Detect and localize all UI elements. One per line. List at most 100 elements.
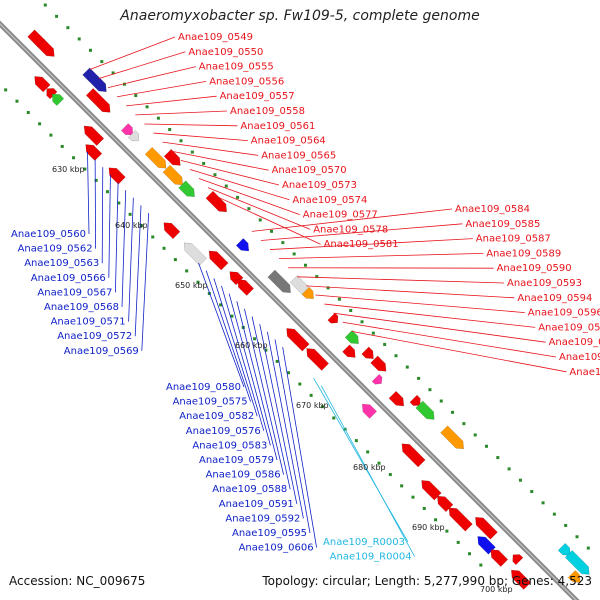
- gc-dot: [417, 376, 421, 380]
- reverse-b-label-1: Anae109_0575: [173, 397, 248, 408]
- gc-dot: [72, 156, 76, 160]
- forward-label-9: Anae109_0570: [272, 165, 347, 176]
- gc-dot: [320, 405, 324, 409]
- gc-dot: [117, 201, 121, 205]
- gc-dot: [162, 246, 166, 250]
- gc-dot: [173, 258, 177, 262]
- gene-feature-43: [475, 516, 498, 540]
- reverse-leader-4: [115, 182, 119, 293]
- gc-dot: [371, 331, 375, 335]
- forward-b-leader-2: [269, 238, 473, 250]
- gc-dot: [122, 82, 126, 86]
- reverse-b-label-6: Anae109_0586: [206, 470, 281, 481]
- gc-dot: [303, 263, 307, 267]
- gene-feature-47: [511, 569, 532, 590]
- reverse-b-label-3: Anae109_0576: [186, 426, 261, 437]
- reverse-b-leader-2: [213, 278, 258, 417]
- genome-backbone-highlight: [0, 23, 577, 600]
- gc-dot: [468, 552, 472, 556]
- gc-dot: [134, 94, 138, 98]
- gc-dot: [213, 173, 217, 177]
- forward-b-label-9: Anae109_0600: [549, 337, 600, 348]
- forward-b-label-0: Anae109_0584: [455, 204, 530, 215]
- gene-feature-11: [108, 167, 126, 185]
- gene-feature-12: [144, 146, 167, 169]
- forward-leader-0: [89, 36, 176, 70]
- reverse-b-label-5: Anae109_0579: [199, 455, 274, 466]
- gc-dot: [139, 224, 143, 228]
- forward-label-14: Anae109_0581: [324, 239, 399, 250]
- reverse-label-6: Anae109_0571: [51, 317, 126, 328]
- forward-leader-6: [144, 123, 238, 127]
- gene-feature-22: [237, 279, 255, 296]
- reverse-leader-3: [108, 174, 111, 278]
- gc-dot: [586, 546, 590, 550]
- gene-feature-26: [286, 328, 310, 352]
- gc-dot: [105, 190, 109, 194]
- forward-b-leader-1: [260, 223, 463, 241]
- gc-dot: [196, 280, 200, 284]
- forward-leader-4: [126, 95, 217, 107]
- forward-label-8: Anae109_0565: [261, 150, 336, 161]
- kbp-tick-6: 690 kbp: [412, 523, 445, 532]
- map-title: Anaeromyxobacter sp. Fw109-5, complete g…: [120, 8, 480, 24]
- reverse-label-7: Anae109_0572: [57, 331, 132, 342]
- gc-dot: [411, 495, 415, 499]
- gc-dot: [394, 354, 398, 358]
- kbp-tick-0: 630 kbp: [52, 165, 85, 174]
- gc-dot: [428, 388, 432, 392]
- forward-label-6: Anae109_0561: [240, 121, 315, 132]
- gc-dot: [83, 167, 87, 171]
- forward-label-7: Anae109_0564: [251, 136, 326, 147]
- gene-feature-30: [342, 344, 356, 358]
- forward-b-label-11: Anae109_0603: [569, 367, 600, 378]
- gc-dot: [422, 506, 426, 510]
- gc-dot: [145, 105, 149, 109]
- reverse-b-label-9: Anae109_0592: [225, 513, 300, 524]
- gene-feature-31: [361, 346, 374, 359]
- forward-leader-2: [107, 66, 196, 89]
- gc-dot: [38, 122, 42, 126]
- reverse-b-leader-11: [282, 347, 317, 548]
- gc-dot: [270, 229, 274, 233]
- reverse-label-5: Anae109_0568: [44, 302, 119, 313]
- gc-dot: [100, 60, 104, 64]
- gc-dot: [219, 303, 223, 307]
- forward-leader-3: [117, 81, 207, 98]
- gc-dot: [507, 467, 511, 471]
- kbp-tick-2: 650 kbp: [175, 281, 208, 290]
- gc-dot: [281, 241, 285, 245]
- accession-text: Accession: NC_009675: [9, 574, 146, 588]
- gc-dot: [445, 529, 449, 533]
- forward-b-leader-11: [351, 330, 567, 373]
- gc-dot: [224, 184, 228, 188]
- gene-feature-21: [229, 271, 244, 286]
- reverse-b-label-7: Anae109_0588: [212, 484, 287, 495]
- gene-feature-36: [409, 394, 421, 406]
- gc-dot: [264, 348, 268, 352]
- gc-dot: [309, 393, 313, 397]
- rna-label-1: Anae109_R0004: [330, 552, 412, 563]
- reverse-b-label-4: Anae109_0583: [192, 440, 267, 451]
- kbp-tick-7: 700 kbp: [480, 585, 513, 594]
- gene-feature-3: [46, 88, 58, 100]
- gc-dot: [247, 207, 251, 211]
- gc-dot: [360, 320, 364, 324]
- gene-feature-49: [564, 550, 590, 575]
- gene-feature-29: [344, 329, 359, 345]
- gc-dot: [190, 150, 194, 154]
- forward-label-3: Anae109_0556: [209, 76, 284, 87]
- forward-b-label-3: Anae109_0589: [486, 248, 561, 259]
- reverse-b-leader-5: [236, 301, 278, 461]
- reverse-label-3: Anae109_0566: [31, 273, 106, 284]
- reverse-b-label-8: Anae109_0591: [219, 499, 294, 510]
- reverse-label-0: Anae109_0560: [11, 229, 86, 240]
- reverse-label-2: Anae109_0563: [24, 258, 99, 269]
- gc-dot: [77, 37, 81, 41]
- forward-b-leader-10: [342, 321, 557, 358]
- forward-label-13: Anae109_0578: [313, 224, 388, 235]
- gene-feature-33: [371, 373, 383, 385]
- gene-feature-2: [34, 76, 51, 93]
- rna-leader-0: [313, 377, 409, 543]
- gc-dot: [315, 275, 319, 279]
